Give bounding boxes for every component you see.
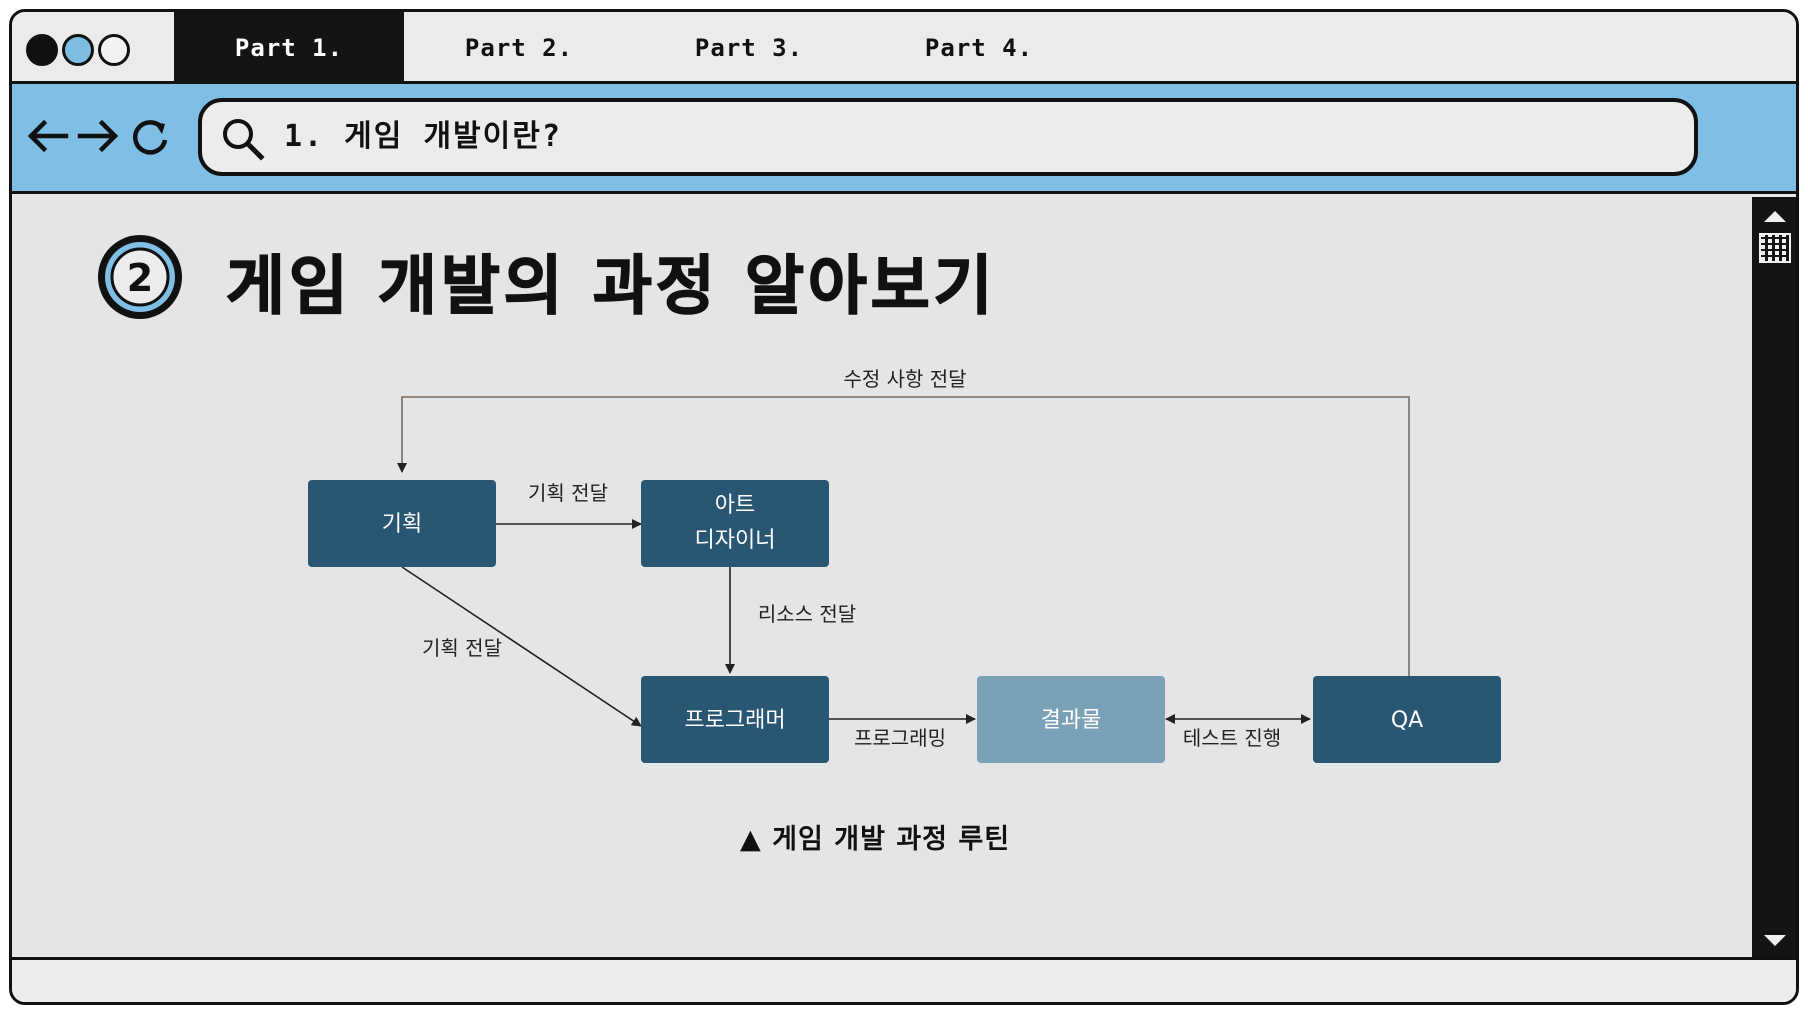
search-bar[interactable]: 1. 게임 개발이란? (198, 98, 1698, 176)
tab-part-2[interactable]: Part 2. (464, 34, 574, 62)
node-art-label-1: 아트 (715, 493, 755, 518)
node-qa-label: QA (1391, 708, 1423, 733)
scroll-down-arrow-icon[interactable] (1764, 935, 1786, 946)
node-planning-label: 기획 (382, 512, 422, 537)
node-result-label: 결과물 (1041, 708, 1102, 733)
node-planning: 기획 (308, 480, 496, 567)
node-art-label-2: 디자이너 (695, 528, 776, 553)
edge-plan-prog-line (401, 566, 642, 727)
reload-icon[interactable] (128, 114, 172, 158)
edge-label-art-prog: 리소스 전달 (758, 602, 856, 626)
diagram-caption: ▲ 게임 개발 과정 루틴 (740, 824, 1011, 855)
status-bar (12, 957, 1796, 1002)
page-content: 2 게임 개발의 과정 알아보기 수정 사항 전달 기획 전달 리소스 전달 (12, 197, 1752, 957)
maximize-dot-icon[interactable] (98, 34, 130, 66)
node-programmer: 프로그래머 (641, 676, 829, 763)
browser-window: Part 1. Part 2. Part 3. Part 4. 1. 게임 개발… (9, 9, 1799, 1005)
node-art-designer: 아트 디자이너 (641, 480, 829, 567)
node-programmer-label: 프로그래머 (684, 708, 785, 733)
process-diagram: 수정 사항 전달 기획 전달 리소스 전달 기획 전달 프로그래밍 테스트 진행… (308, 367, 1501, 763)
tab-part-4[interactable]: Part 4. (924, 34, 1034, 62)
tab-part-1[interactable]: Part 1. (174, 12, 404, 84)
back-arrow-icon[interactable] (26, 114, 70, 158)
page-title: 게임 개발의 과정 알아보기 (225, 249, 997, 325)
search-icon[interactable] (220, 116, 266, 162)
edge-feedback-line (397, 396, 1410, 676)
minimize-dot-icon[interactable] (62, 34, 94, 66)
edge-label-plan-art: 기획 전달 (528, 481, 608, 505)
close-dot-icon[interactable] (26, 34, 58, 66)
edge-label-result-qa: 테스트 진행 (1183, 726, 1281, 750)
vertical-scrollbar[interactable] (1752, 197, 1796, 957)
edge-label-feedback: 수정 사항 전달 (843, 367, 966, 391)
window-controls (26, 34, 130, 66)
edge-label-plan-prog: 기획 전달 (422, 636, 502, 660)
node-result: 결과물 (977, 676, 1165, 763)
scroll-thumb[interactable] (1759, 233, 1791, 263)
section-number-badge: 2 (98, 235, 182, 319)
address-bar: 1. 게임 개발이란? (12, 84, 1796, 194)
tab-bar: Part 1. Part 2. Part 3. Part 4. (12, 12, 1796, 84)
scroll-up-arrow-icon[interactable] (1764, 211, 1786, 222)
search-query[interactable]: 1. 게임 개발이란? (284, 119, 562, 154)
edge-label-prog-result: 프로그래밍 (854, 726, 946, 750)
forward-arrow-icon[interactable] (76, 114, 120, 158)
node-qa: QA (1313, 676, 1501, 763)
badge-number: 2 (127, 256, 153, 300)
tab-part-3[interactable]: Part 3. (694, 34, 804, 62)
